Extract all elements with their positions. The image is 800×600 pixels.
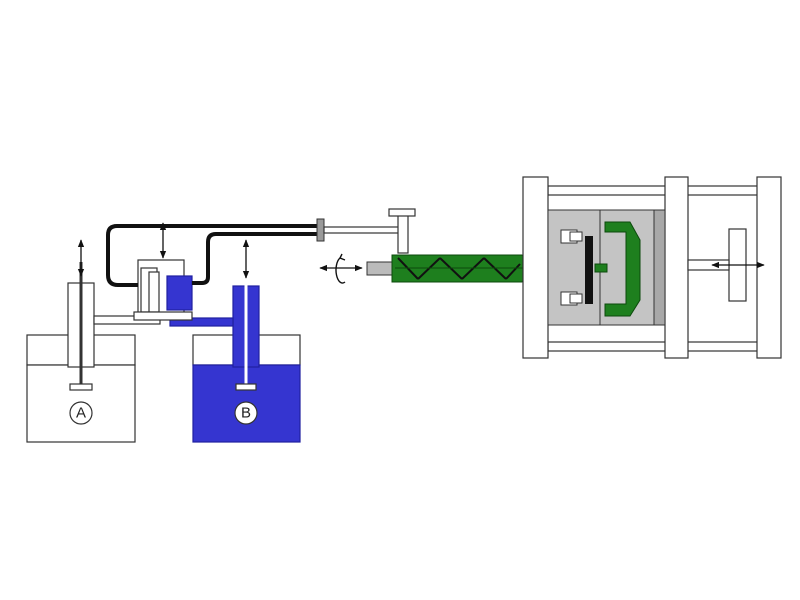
mold-plate: [653, 209, 666, 326]
rotation-arrow-icon: [335, 253, 346, 284]
ejector-block-top-inner: [569, 231, 583, 242]
hose-left: [106, 224, 322, 287]
mixing-head-base: [133, 311, 193, 321]
molded-part: [604, 221, 641, 317]
ejector-block-bottom-inner: [569, 293, 583, 304]
tank-b-piston: [235, 383, 257, 391]
sprue: [594, 263, 608, 273]
injection-valve-stem: [397, 214, 409, 254]
tank-a-label: A: [76, 405, 86, 422]
mixing-head-piston: [148, 271, 160, 313]
hose-connector: [316, 218, 325, 242]
moving-platen: [664, 176, 689, 359]
connecting-rod: [323, 226, 407, 234]
injection-valve-handle: [388, 208, 416, 217]
tank-b: B: [192, 262, 301, 443]
tank-b-label: B: [241, 405, 251, 422]
hose-right: [192, 232, 322, 285]
screw-unit: [366, 254, 539, 283]
core-pin: [585, 236, 593, 304]
tank-a-label-circle: [69, 401, 93, 425]
stationary-platen: [522, 176, 549, 359]
tank-b-label-circle: [234, 401, 258, 425]
rear-platen: [756, 176, 782, 359]
tie-bar-bottom: [547, 341, 759, 352]
tie-bar-top: [547, 185, 759, 196]
clamp-unit: [522, 176, 782, 359]
feed-line-b: [169, 317, 234, 327]
tank-a-piston: [69, 383, 93, 391]
mixing-head-chamber-b: [166, 275, 193, 311]
tank-a: A: [26, 262, 136, 443]
mixing-head: [133, 259, 193, 321]
